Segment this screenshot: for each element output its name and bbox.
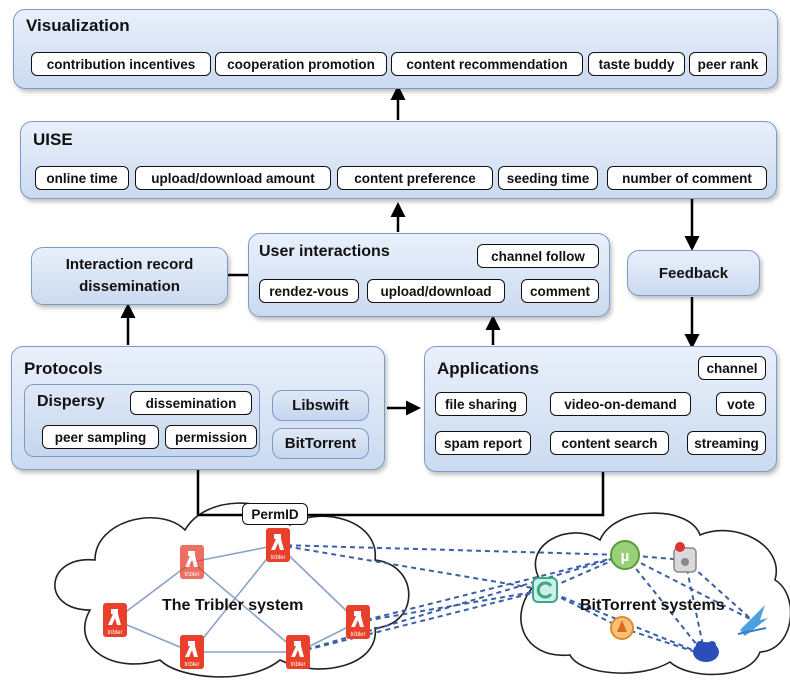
permid-label: PermID — [242, 503, 308, 525]
item-spam-report: spam report — [435, 431, 531, 455]
user-interactions-panel: User interactions channel follow rendez-… — [248, 233, 610, 317]
item-peer-sampling: peer sampling — [42, 425, 159, 449]
item-content-preference: content preference — [337, 166, 493, 190]
item-taste-buddy: taste buddy — [588, 52, 685, 76]
uise-title: UISE — [33, 130, 73, 149]
bitcomet-icon — [532, 577, 558, 603]
item-comment: comment — [521, 279, 599, 303]
svg-text:tribler: tribler — [107, 630, 122, 636]
item-channel-follow: channel follow — [477, 244, 599, 268]
interaction-record-label: Interaction record dissemination — [65, 256, 194, 295]
svg-text:tribler: tribler — [270, 555, 285, 561]
item-file-sharing: file sharing — [435, 392, 527, 416]
item-video-on-demand: video-on-demand — [550, 392, 691, 416]
item-rendez-vous: rendez-vous — [259, 279, 359, 303]
azureus-icon — [673, 542, 697, 573]
item-dissemination: dissemination — [130, 391, 252, 415]
svg-text:tribler: tribler — [184, 662, 199, 668]
interaction-record-box: Interaction record dissemination — [31, 247, 228, 305]
applications-panel: Applications channel file sharing video-… — [424, 346, 777, 472]
svg-text:tribler: tribler — [184, 572, 199, 578]
visualization-title: Visualization — [26, 16, 130, 35]
bittorrent-label: BitTorrent — [284, 435, 357, 452]
user-interactions-title: User interactions — [259, 243, 390, 260]
svg-text:tribler: tribler — [290, 662, 305, 668]
item-upload-download-amount: upload/download amount — [135, 166, 331, 190]
libswift-label: Libswift — [292, 397, 349, 414]
protocols-panel: Protocols Dispersy dissemination peer sa… — [11, 346, 385, 470]
libswift-box: Libswift — [272, 390, 369, 421]
visualization-panel: Visualization contribution incentives co… — [13, 9, 778, 89]
item-cooperation-promotion: cooperation promotion — [215, 52, 387, 76]
dispersy-panel: Dispersy dissemination peer sampling per… — [24, 384, 260, 457]
tribler-logo-icon: tribler — [346, 605, 370, 639]
tribler-system-label: The Tribler system — [162, 597, 304, 614]
vuze-frog-icon — [693, 641, 719, 662]
tribler-logo-icon: tribler — [180, 635, 204, 669]
tribler-logo-icon: tribler — [180, 545, 204, 579]
tribler-logo-icon: tribler — [103, 603, 127, 637]
tribler-logo-icon: tribler — [286, 635, 310, 669]
item-streaming: streaming — [687, 431, 766, 455]
item-content-recommendation: content recommendation — [391, 52, 583, 76]
svg-text:µ: µ — [621, 548, 630, 565]
bittorrent-systems-label: BitTorrent systems — [580, 597, 725, 614]
feedback-box: Feedback — [627, 250, 760, 296]
uise-panel: UISE online time upload/download amount … — [20, 121, 777, 199]
item-online-time: online time — [35, 166, 129, 190]
svg-text:tribler: tribler — [350, 632, 365, 638]
applications-title: Applications — [437, 359, 540, 378]
protocols-title: Protocols — [24, 359, 103, 378]
item-content-search: content search — [550, 431, 669, 455]
transmission-icon — [737, 605, 768, 636]
item-vote: vote — [716, 392, 766, 416]
item-seeding-time: seeding time — [498, 166, 598, 190]
item-permission: permission — [165, 425, 257, 449]
item-upload-download: upload/download — [367, 279, 505, 303]
item-channel: channel — [698, 356, 766, 380]
item-number-of-comment: number of comment — [607, 166, 767, 190]
tribler-logo-icon: tribler — [266, 528, 290, 562]
utorrent-icon: µ — [610, 540, 640, 570]
item-contribution-incentives: contribution incentives — [31, 52, 211, 76]
bittornado-icon — [610, 616, 634, 640]
feedback-label: Feedback — [658, 264, 729, 282]
bittorrent-box: BitTorrent — [272, 428, 369, 459]
tribler-cloud — [54, 502, 410, 678]
item-peer-rank: peer rank — [689, 52, 767, 76]
dispersy-title: Dispersy — [37, 393, 105, 410]
